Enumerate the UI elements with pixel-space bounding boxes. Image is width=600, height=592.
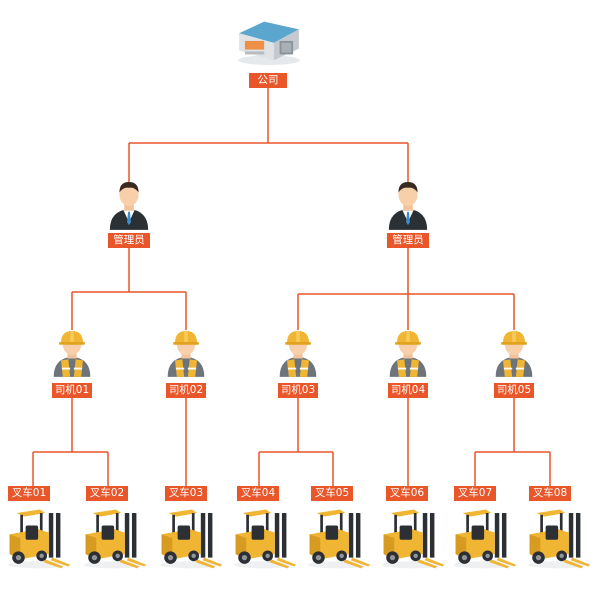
manager-icon [385,180,431,230]
forklift-icon [380,505,446,571]
worker-icon [492,328,536,378]
forklift-icon [452,505,518,571]
forklift-label-7: 叉车07 [454,486,496,501]
driver-label-2: 司机02 [166,383,206,398]
manager-label-2: 管理员 [387,233,429,248]
driver-label-3: 司机03 [278,383,318,398]
warehouse-icon [235,12,303,66]
forklift-icon [6,505,72,571]
forklift-icon [526,505,592,571]
worker-icon [164,328,208,378]
manager-icon [106,180,152,230]
driver-label-5: 司机05 [494,383,534,398]
forklift-icon [158,505,224,571]
forklift-label-5: 叉车05 [311,486,353,501]
manager-label-1: 管理员 [108,233,150,248]
forklift-label-1: 叉车01 [8,486,50,501]
forklift-icon [232,505,298,571]
worker-icon [50,328,94,378]
forklift-label-8: 叉车08 [529,486,571,501]
forklift-label-3: 叉车03 [165,486,207,501]
driver-label-1: 司机01 [52,383,92,398]
forklift-label-6: 叉车06 [386,486,428,501]
forklift-icon [82,505,148,571]
worker-icon [276,328,320,378]
forklift-label-2: 叉车02 [86,486,128,501]
forklift-label-4: 叉车04 [237,486,279,501]
forklift-icon [306,505,372,571]
company-label: 公司 [249,73,287,88]
worker-icon [386,328,430,378]
driver-label-4: 司机04 [388,383,428,398]
